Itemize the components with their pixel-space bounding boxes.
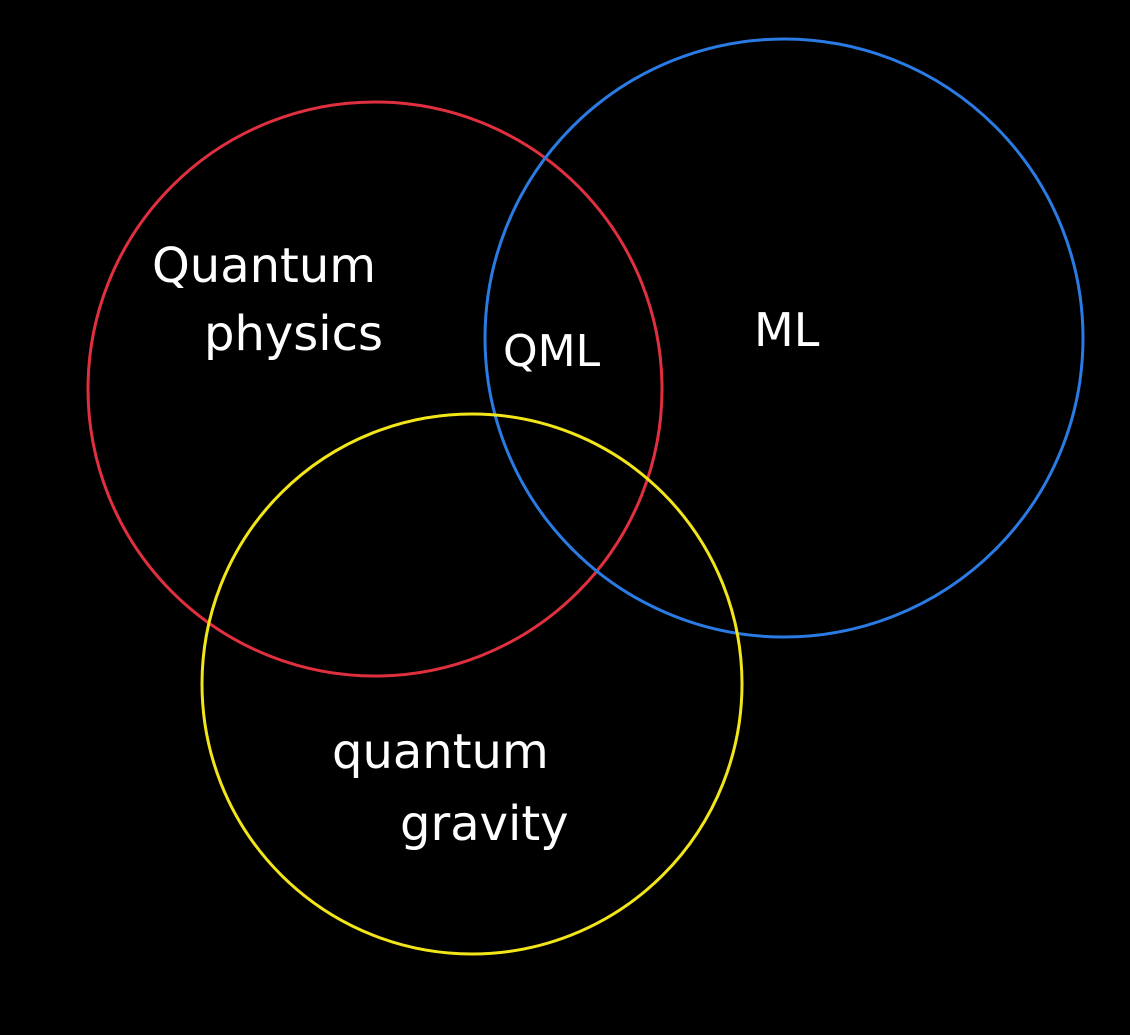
- label-ml: ML: [754, 303, 820, 357]
- label-quantum-physics-line2: physics: [204, 306, 383, 362]
- label-qml: QML: [503, 326, 601, 377]
- label-quantum-gravity-line1: quantum: [332, 724, 549, 780]
- circle-quantum-physics: [86, 100, 664, 678]
- label-quantum-gravity-line2: gravity: [400, 796, 569, 852]
- circle-quantum-gravity: [200, 412, 744, 956]
- label-quantum-physics-line1: Quantum: [152, 238, 376, 294]
- circle-ml: [483, 37, 1085, 639]
